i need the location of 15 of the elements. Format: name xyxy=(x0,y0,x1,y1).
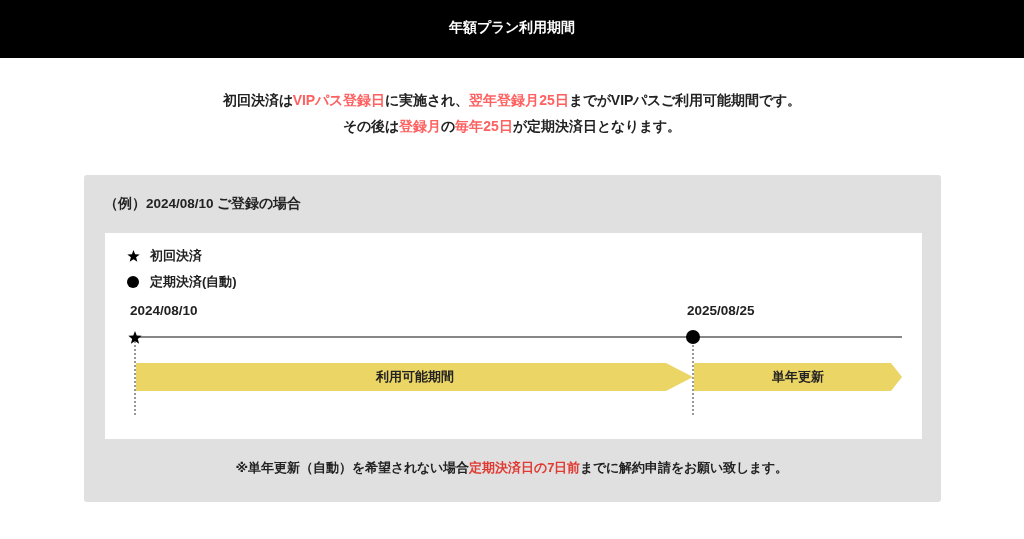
intro-text: 初回決済はVIPパス登録日に実施され、翌年登録月25日までがVIPパスご利用可能期間です。 xyxy=(222,92,802,110)
period-arrow-band xyxy=(694,363,902,391)
period-arrow-band xyxy=(136,363,693,391)
legend-text: 初回決済 xyxy=(150,247,202,265)
intro-text: その後は登録月の毎年25日が定期決済日となります。 xyxy=(343,118,681,136)
page-title: 年額プラン利用期間 xyxy=(449,19,575,37)
example-panel xyxy=(84,175,941,502)
band-label: 利用可能期間 xyxy=(375,368,454,386)
timeline-card xyxy=(105,233,922,439)
panel-heading: （例）2024/08/10 ご登録の場合 xyxy=(104,195,302,213)
band-label: 単年更新 xyxy=(772,368,824,386)
legend-text: 定期決済(自動) xyxy=(150,273,237,291)
date-label: 2024/08/10 xyxy=(130,302,198,320)
date-label: 2025/08/25 xyxy=(687,302,755,320)
note-text: ※単年更新（自動）を希望されない場合定期決済日の7日前までに解約申請をお願い致します。 xyxy=(235,459,789,477)
